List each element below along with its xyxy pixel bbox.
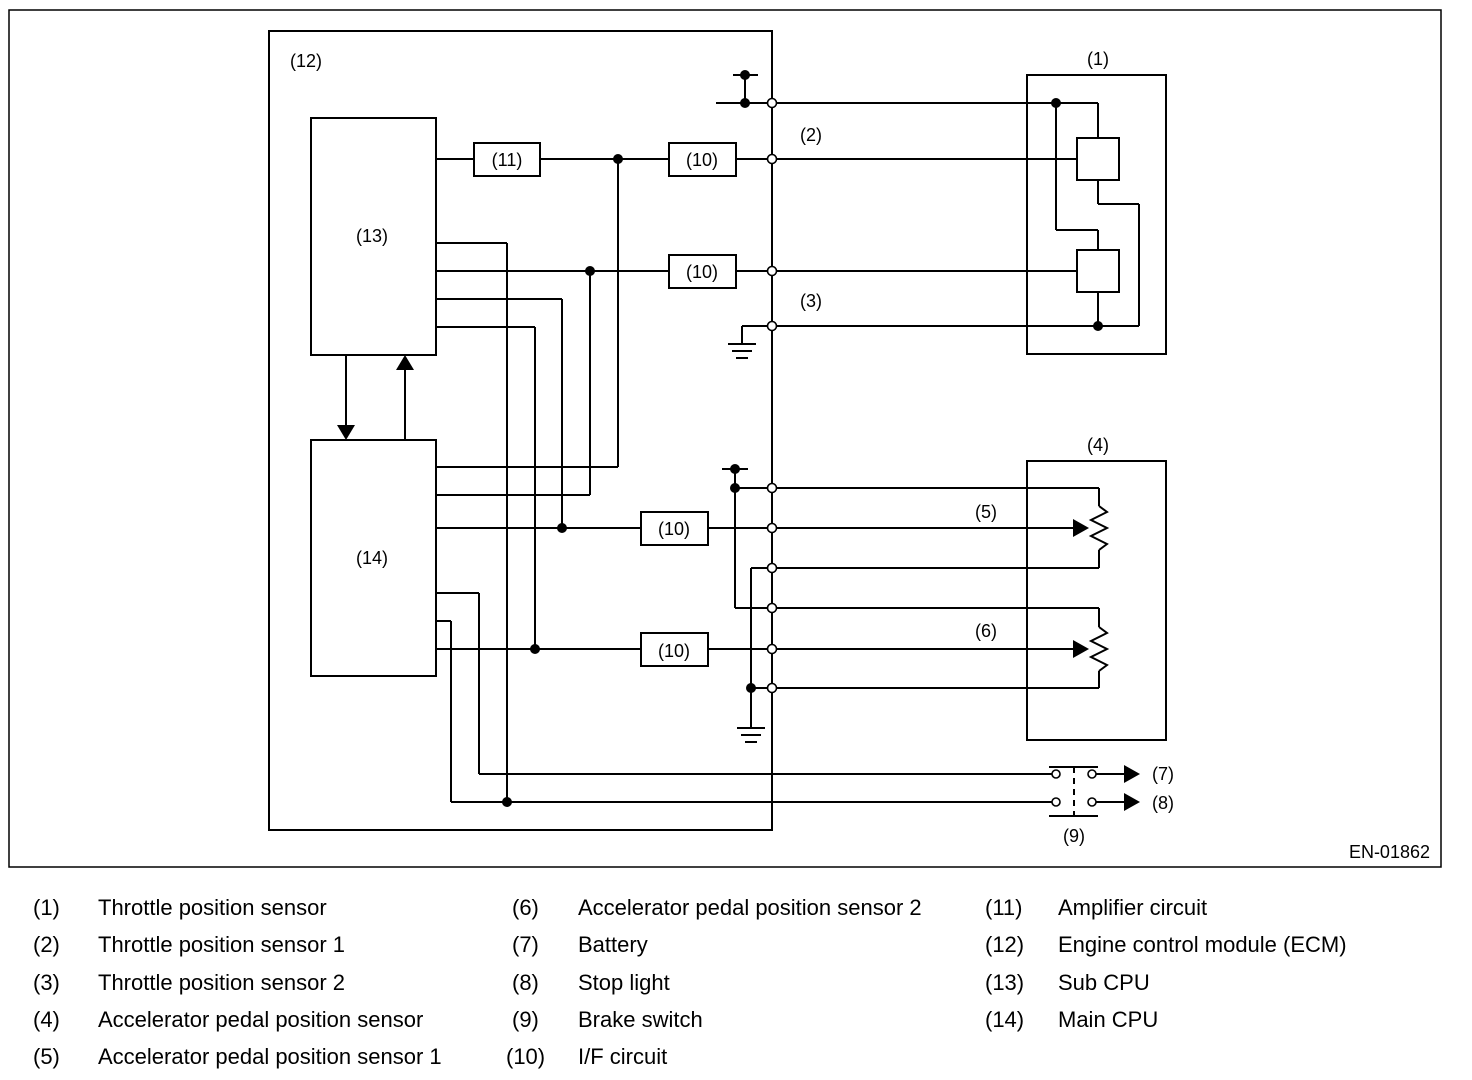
connector-terminals bbox=[766, 97, 778, 694]
label-if-2: (10) bbox=[686, 262, 718, 282]
throttle-position-sensor-box bbox=[1026, 74, 1167, 355]
label-battery: (7) bbox=[1152, 764, 1174, 784]
label-stop-light: (8) bbox=[1152, 793, 1174, 813]
label-throttle-sensor-2: (3) bbox=[800, 291, 822, 311]
if-circuit-box-4 bbox=[640, 632, 709, 667]
label-sub-cpu: (13) bbox=[356, 226, 388, 246]
junction-dots bbox=[502, 70, 1103, 807]
label-accelerator-sensor: (4) bbox=[1087, 435, 1109, 455]
sub-cpu-wiring bbox=[436, 158, 772, 802]
label-main-cpu: (14) bbox=[356, 548, 388, 568]
main-cpu-box bbox=[310, 439, 437, 677]
cpu-link-arrows bbox=[337, 355, 414, 440]
label-throttle-sensor-1: (2) bbox=[800, 125, 822, 145]
throttle-sensor-2-element bbox=[1076, 249, 1120, 293]
sub-cpu-box bbox=[310, 117, 437, 356]
label-if-1: (10) bbox=[686, 150, 718, 170]
label-ecm: (12) bbox=[290, 51, 322, 71]
label-throttle-sensor: (1) bbox=[1087, 49, 1109, 69]
label-if-3: (10) bbox=[658, 519, 690, 539]
label-if-4: (10) bbox=[658, 641, 690, 661]
throttle-sensor-1-element bbox=[1076, 137, 1120, 181]
label-accelerator-sensor-1: (5) bbox=[975, 502, 997, 522]
label-amplifier: (11) bbox=[492, 150, 523, 170]
if-circuit-box-3 bbox=[640, 511, 709, 546]
legend: (1)Throttle position sensor (2)Throttle … bbox=[33, 895, 1347, 1069]
amplifier-circuit-box bbox=[473, 142, 541, 177]
diagram-frame bbox=[8, 9, 1442, 868]
label-accelerator-sensor-2: (6) bbox=[975, 621, 997, 641]
brake-switch bbox=[1049, 765, 1140, 817]
label-brake-switch: (9) bbox=[1063, 826, 1085, 846]
if-circuit-box-2 bbox=[668, 254, 737, 289]
if-circuit-box-1 bbox=[668, 142, 737, 177]
accelerator-pedal-sensor-box bbox=[1026, 460, 1167, 741]
ground-bottom bbox=[737, 567, 772, 743]
accelerator-sensor-wiring bbox=[772, 487, 1110, 689]
figure-id: EN-01862 bbox=[1349, 842, 1430, 862]
